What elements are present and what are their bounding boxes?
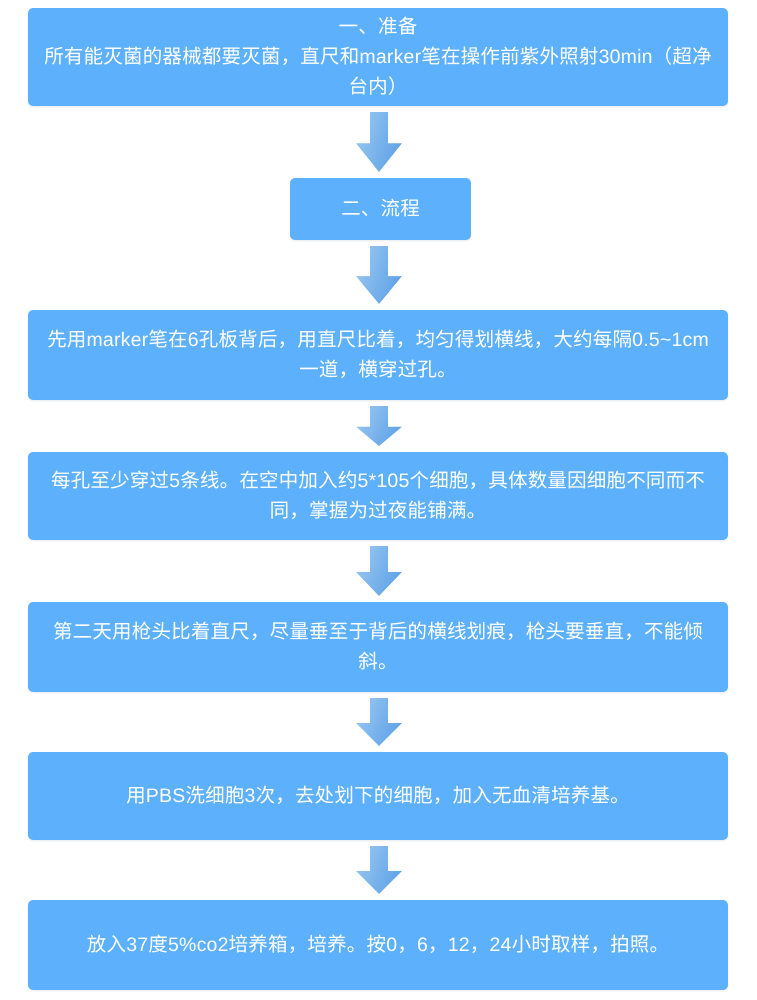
arrow-seed-cells-to-scratch-icon: [355, 546, 402, 596]
arrow-wash-to-incubate-icon: [355, 846, 402, 894]
flow-node-process-heading[interactable]: 二、流程: [290, 178, 471, 240]
flow-node-step-draw-lines[interactable]: 先用marker笔在6孔板背后，用直尺比着，均匀得划横线，大约每隔0.5~1cm…: [28, 310, 728, 400]
flow-node-step-scratch[interactable]: 第二天用枪头比着直尺，尽量垂至于背后的横线划痕，枪头要垂直，不能倾斜。: [28, 602, 728, 692]
arrow-process-to-draw-lines-icon: [355, 246, 402, 304]
flow-node-preparation[interactable]: 一、准备 所有能灭菌的器械都要灭菌，直尺和marker笔在操作前紫外照射30mi…: [28, 8, 728, 106]
flow-node-label: 第二天用枪头比着直尺，尽量垂至于背后的横线划痕，枪头要垂直，不能倾斜。: [52, 621, 704, 673]
arrow-scratch-to-wash-icon: [355, 698, 402, 746]
flow-node-label: 放入37度5%co2培养箱，培养。按0，6，12，24小时取样，拍照。: [86, 934, 670, 956]
flow-node-step-incubate[interactable]: 放入37度5%co2培养箱，培养。按0，6，12，24小时取样，拍照。: [28, 900, 728, 990]
flow-node-label: 先用marker笔在6孔板背后，用直尺比着，均匀得划横线，大约每隔0.5~1cm…: [47, 329, 709, 381]
arrow-preparation-to-process-icon: [355, 112, 402, 172]
flow-node-label: 一、准备 所有能灭菌的器械都要灭菌，直尺和marker笔在操作前紫外照射30mi…: [44, 16, 712, 98]
flow-node-step-wash-pbs[interactable]: 用PBS洗细胞3次，去处划下的细胞，加入无血清培养基。: [28, 752, 728, 840]
flow-node-step-seed-cells[interactable]: 每孔至少穿过5条线。在空中加入约5*105个细胞，具体数量因细胞不同而不同，掌握…: [28, 452, 728, 540]
arrow-draw-lines-to-seed-cells-icon: [355, 406, 402, 446]
flow-node-label: 每孔至少穿过5条线。在空中加入约5*105个细胞，具体数量因细胞不同而不同，掌握…: [50, 470, 705, 522]
flow-node-label: 用PBS洗细胞3次，去处划下的细胞，加入无血清培养基。: [126, 785, 630, 807]
flow-node-label: 二、流程: [341, 198, 420, 220]
